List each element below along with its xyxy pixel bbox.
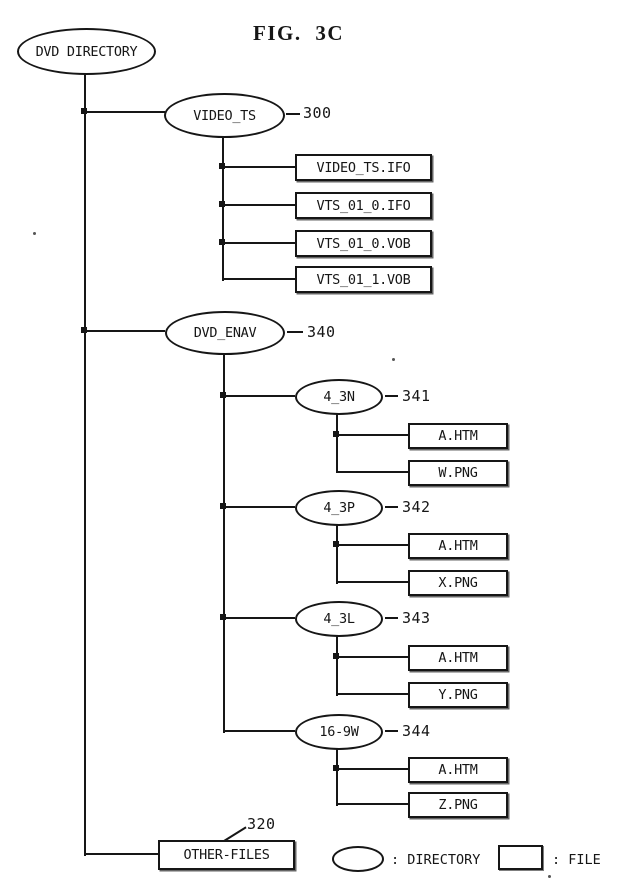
- connector-line: [337, 581, 408, 583]
- file-box-a-htm: A.HTM: [408, 757, 508, 783]
- legend-file-symbol: [498, 845, 543, 870]
- ref-label-300: 300: [303, 104, 332, 122]
- connector-line: [85, 853, 158, 855]
- file-box-x-png: X.PNG: [408, 570, 508, 596]
- ref-dash: [385, 617, 398, 619]
- ref-label-341: 341: [402, 387, 431, 405]
- file-box-other-files: OTHER-FILES: [158, 840, 295, 870]
- file-box-z-png: Z.PNG: [408, 792, 508, 818]
- connector-line: [337, 544, 408, 546]
- node-4-3n: 4_3N: [295, 379, 383, 415]
- connector-line: [336, 414, 338, 473]
- connector-line: [223, 166, 295, 168]
- connector-line: [337, 803, 408, 805]
- ref-label-342: 342: [402, 498, 431, 516]
- legend-directory-label: : DIRECTORY: [391, 852, 481, 868]
- file-box-a-htm: A.HTM: [408, 423, 508, 449]
- connector-line: [84, 74, 86, 856]
- junction-dot: [220, 614, 226, 620]
- junction-dot: [219, 163, 225, 169]
- junction-dot: [220, 392, 226, 398]
- file-box-y-png: Y.PNG: [408, 682, 508, 708]
- connector-line: [336, 525, 338, 584]
- ref-dash: [287, 331, 303, 333]
- file-box-vts-01-0-vob: VTS_01_0.VOB: [295, 230, 432, 257]
- figure-title: FIG. 3C: [253, 21, 344, 45]
- junction-dot: [219, 239, 225, 245]
- node-16-9w: 16-9W: [295, 714, 383, 750]
- ref-label-343: 343: [402, 609, 431, 627]
- scan-speck: [33, 232, 36, 235]
- junction-dot: [220, 503, 226, 509]
- ref-dash: [286, 113, 300, 115]
- connector-line: [85, 111, 165, 113]
- node-4-3p: 4_3P: [295, 490, 383, 526]
- file-box-w-png: W.PNG: [408, 460, 508, 486]
- node-video-ts: VIDEO_TS: [164, 93, 285, 138]
- junction-dot: [81, 327, 87, 333]
- scan-speck: [392, 358, 395, 361]
- file-box-a-htm: A.HTM: [408, 645, 508, 671]
- file-box-vts-01-1-vob: VTS_01_1.VOB: [295, 266, 432, 293]
- connector-line: [337, 471, 408, 473]
- connector-line: [224, 506, 295, 508]
- connector-line: [222, 137, 224, 281]
- ref-label-340: 340: [307, 323, 336, 341]
- junction-dot: [333, 653, 339, 659]
- ref-label-344: 344: [402, 722, 431, 740]
- connector-line: [223, 242, 295, 244]
- junction-dot: [333, 541, 339, 547]
- connector-line: [224, 617, 295, 619]
- file-box-a-htm: A.HTM: [408, 533, 508, 559]
- junction-dot: [219, 201, 225, 207]
- junction-dot: [333, 431, 339, 437]
- connector-line: [337, 434, 408, 436]
- connector-line: [337, 656, 408, 658]
- connector-line: [337, 768, 408, 770]
- node-dvd-directory: DVD DIRECTORY: [17, 28, 156, 75]
- connector-line: [223, 354, 225, 733]
- file-box-vts-01-0-ifo: VTS_01_0.IFO: [295, 192, 432, 219]
- connector-line: [336, 749, 338, 806]
- ref-dash: [385, 506, 398, 508]
- legend-directory-symbol: [332, 846, 384, 872]
- connector-line: [223, 278, 295, 280]
- connector-line: [85, 330, 165, 332]
- node-4-3l: 4_3L: [295, 601, 383, 637]
- connector-line: [223, 204, 295, 206]
- junction-dot: [81, 108, 87, 114]
- connector-line: [224, 395, 295, 397]
- connector-line: [337, 693, 408, 695]
- ref-dash: [385, 395, 398, 397]
- scan-speck: [548, 875, 551, 878]
- file-box-video-ts-ifo: VIDEO_TS.IFO: [295, 154, 432, 181]
- node-dvd-enav: DVD_ENAV: [165, 311, 285, 355]
- ref-dash: [385, 730, 398, 732]
- connector-line: [336, 636, 338, 696]
- legend-file-label: : FILE: [552, 852, 601, 868]
- connector-line: [224, 730, 295, 732]
- ref-label-320: 320: [247, 815, 276, 833]
- junction-dot: [333, 765, 339, 771]
